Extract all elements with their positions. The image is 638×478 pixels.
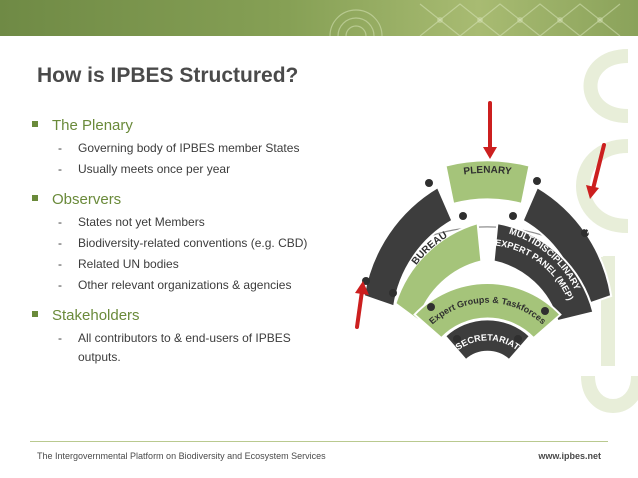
secretariat-band: [443, 318, 532, 362]
bullet-stakeholders: Stakeholders -All contributors to & end-…: [30, 306, 350, 365]
connector-dot: [389, 289, 397, 297]
connector-dot: [514, 335, 522, 343]
arrows: [355, 101, 606, 329]
plenary-wedge: [444, 159, 531, 206]
sub-item: -Biodiversity-related conventions (e.g. …: [58, 236, 308, 250]
square-bullet-icon: [32, 311, 38, 317]
background-watermark: [576, 49, 638, 413]
connector-dot: [533, 177, 541, 185]
sub-item: -Governing body of IPBES member States: [58, 141, 300, 155]
square-bullet-icon: [32, 121, 38, 127]
bullet-list: The Plenary -Governing body of IPBES mem…: [30, 116, 350, 375]
connector-dot: [427, 303, 435, 311]
slide-title: How is IPBES Structured?: [37, 64, 299, 87]
footer-website-link[interactable]: www.ipbes.net: [538, 451, 601, 461]
connector-dot: [362, 277, 370, 285]
footer-organization: The Intergovernmental Platform on Biodiv…: [37, 451, 326, 461]
sub-item: -States not yet Members: [58, 215, 205, 229]
connector-dot: [509, 212, 517, 220]
arrow-stakeholders-head: [355, 281, 369, 295]
bullet-observers: Observers -States not yet Members -Biodi…: [30, 190, 350, 296]
arrow-stakeholders: [355, 289, 364, 329]
arrow-observers: [591, 143, 606, 191]
banner-decoration: [329, 3, 621, 36]
bureau-wedge: [394, 221, 483, 322]
bullet-heading: Observers: [52, 191, 122, 208]
header-banner: [0, 0, 638, 36]
connector-dot: [459, 212, 467, 220]
sub-item: -All contributors to & end-users of IPBE…: [58, 331, 291, 345]
connector-dots: [362, 177, 589, 343]
ipbes-structure-diagram: PLENARY STAKEHOLDERS OBSERVERS BUREAU MU…: [355, 101, 613, 362]
mep-wedge: [492, 222, 595, 323]
square-bullet-icon: [32, 195, 38, 201]
stakeholders-wedge: [362, 185, 454, 308]
sub-item: -Related UN bodies: [58, 257, 179, 271]
arrow-plenary-head: [483, 147, 497, 159]
bullet-plenary: The Plenary -Governing body of IPBES mem…: [30, 116, 350, 180]
sub-item: outputs.: [78, 350, 121, 364]
bullet-heading: Stakeholders: [52, 307, 140, 324]
connector-dot: [541, 307, 549, 315]
arrow-observers-head: [586, 185, 599, 199]
plenary-label: PLENARY: [463, 165, 513, 178]
bullet-heading: The Plenary: [52, 117, 133, 134]
connector-dot: [581, 229, 589, 237]
sub-item: -Other relevant organizations & agencies: [58, 278, 292, 292]
connector-dot: [453, 335, 461, 343]
connector-dot: [425, 179, 433, 187]
footer-divider: [30, 441, 608, 442]
sub-item: -Usually meets once per year: [58, 162, 231, 176]
observers-wedge: [521, 185, 613, 308]
